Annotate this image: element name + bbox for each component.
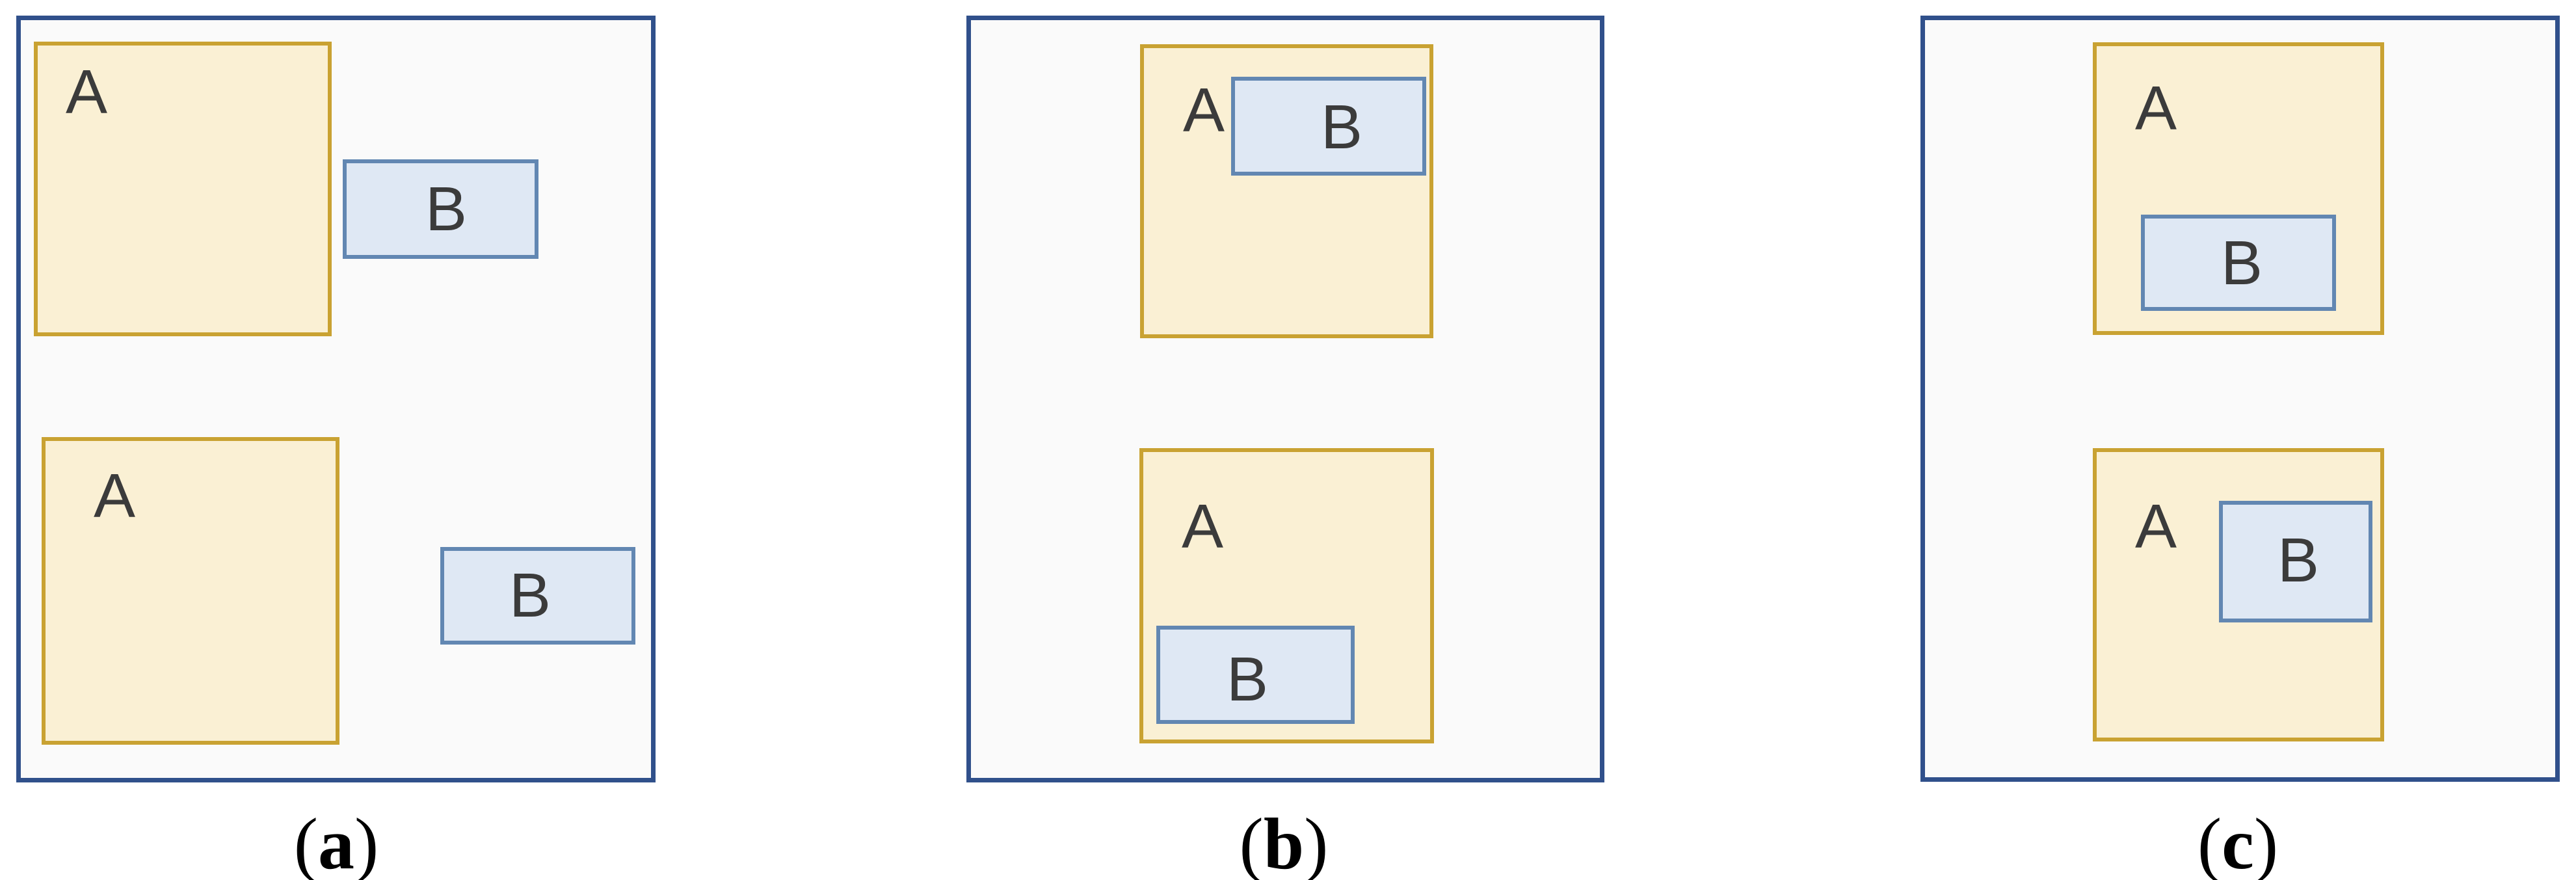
region-b-label: B bbox=[2277, 526, 2320, 595]
region-b-box: B bbox=[2219, 501, 2372, 622]
region-b-label: B bbox=[2220, 228, 2263, 298]
region-a-label: A bbox=[1182, 75, 1225, 145]
region-b-label: B bbox=[509, 561, 551, 630]
panel-caption-b: (b) bbox=[1240, 808, 1329, 880]
region-a-label: A bbox=[1181, 492, 1224, 561]
caption-open-paren: ( bbox=[2197, 804, 2222, 880]
caption-close-paren: ) bbox=[354, 804, 379, 880]
caption-letter: b bbox=[1263, 804, 1305, 880]
region-b-box: B bbox=[343, 159, 538, 259]
region-b-label: B bbox=[1226, 645, 1269, 714]
region-a-label: A bbox=[65, 57, 108, 127]
caption-close-paren: ) bbox=[1304, 804, 1329, 880]
panel-caption-c: (c) bbox=[2198, 808, 2278, 880]
caption-open-paren: ( bbox=[293, 804, 318, 880]
region-b-box: B bbox=[1231, 77, 1426, 176]
caption-open-paren: ( bbox=[1239, 804, 1264, 880]
panel-caption-a: (a) bbox=[294, 808, 379, 880]
caption-close-paren: ) bbox=[2253, 804, 2279, 880]
region-b-box: B bbox=[2141, 215, 2336, 311]
caption-letter: c bbox=[2222, 804, 2254, 880]
region-b-label: B bbox=[425, 174, 468, 244]
caption-letter: a bbox=[318, 804, 354, 880]
region-b-box: B bbox=[440, 547, 635, 645]
region-a-label: A bbox=[2134, 73, 2177, 143]
region-b-label: B bbox=[1320, 92, 1363, 162]
region-a-label: A bbox=[2134, 492, 2177, 561]
region-a-box: A bbox=[42, 437, 339, 745]
region-b-box: B bbox=[1156, 626, 1355, 724]
region-a-label: A bbox=[93, 461, 136, 531]
region-a-box: A bbox=[34, 42, 332, 336]
